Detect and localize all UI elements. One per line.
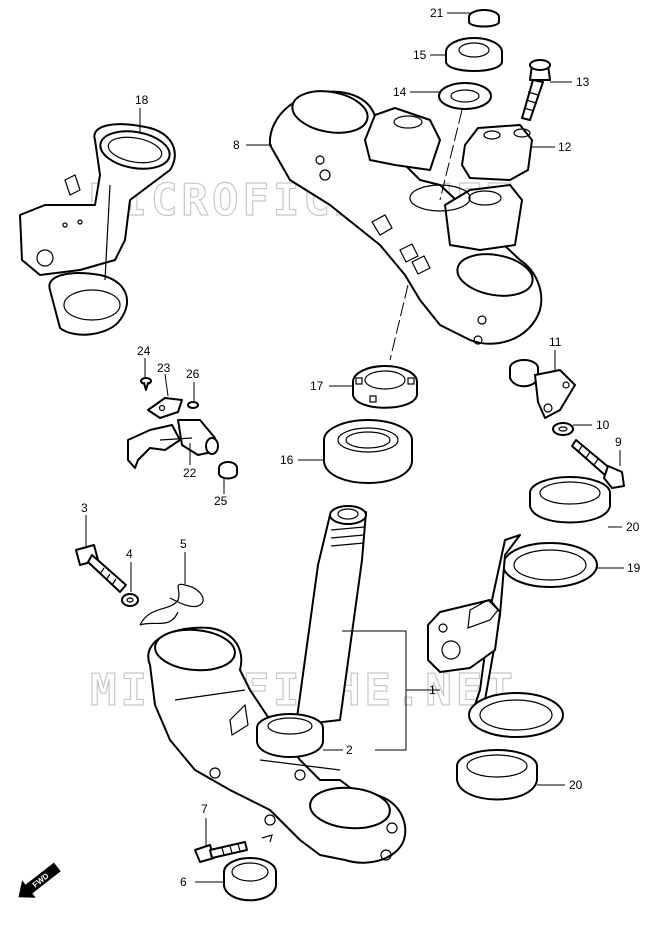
part-2-bearing [256, 713, 324, 758]
callout-5: 5 [180, 537, 187, 551]
part-24-screw [140, 377, 152, 391]
part-4-washer [121, 593, 139, 607]
callout-19: 19 [627, 561, 641, 575]
callout-20b: 20 [569, 778, 583, 792]
part-10-washer [552, 422, 574, 436]
callout-12: 12 [558, 140, 572, 154]
part-6-band [223, 834, 277, 902]
callout-23: 23 [157, 361, 171, 375]
leader-23 [164, 373, 169, 397]
callout-7: 7 [201, 802, 208, 816]
callout-10: 10 [596, 418, 610, 432]
part-15-nut [445, 37, 503, 72]
callout-9: 9 [615, 435, 622, 449]
part-13-bolt [521, 59, 551, 121]
callout-18: 18 [135, 93, 149, 107]
callout-22: 22 [183, 466, 197, 480]
callout-6: 6 [180, 875, 187, 889]
callout-8: 8 [233, 138, 240, 152]
part-21-cap [468, 9, 500, 28]
part-26-nut [187, 401, 199, 409]
callout-11: 11 [549, 335, 562, 349]
callout-3: 3 [81, 501, 88, 515]
part-20-seal-upper [529, 476, 611, 524]
part-3-bolt [75, 544, 127, 593]
callout-25: 25 [214, 494, 228, 508]
part-19-lower-bracket [427, 534, 598, 738]
part-18-bracket [19, 123, 176, 336]
part-16-bearing [323, 419, 413, 484]
callout-16: 16 [280, 453, 294, 467]
part-25-cap [218, 461, 238, 480]
assembly-axis-line [389, 109, 463, 361]
callout-14: 14 [393, 85, 407, 99]
callout-17: 17 [310, 379, 324, 393]
part-7-bolt [194, 841, 248, 863]
part-14-washer [438, 82, 492, 110]
part-11-bracket [509, 359, 576, 419]
callout-20a: 20 [626, 520, 640, 534]
leader-1 [342, 630, 440, 751]
part-23-plate [147, 397, 183, 419]
callout-21: 21 [430, 6, 444, 20]
callout-13: 13 [576, 75, 590, 89]
part-20-seal-lower [456, 749, 538, 801]
part-9-bolt [571, 439, 625, 489]
part-8-upper-bracket [268, 90, 543, 345]
callout-15: 15 [413, 48, 427, 62]
callout-4: 4 [126, 547, 133, 561]
fwd-arrow-icon: FWD [18, 862, 61, 898]
part-17-ring-nut [352, 365, 418, 409]
part-12-clamp [461, 124, 533, 181]
part-22-switch-assembly [127, 419, 219, 469]
callout-24: 24 [137, 344, 151, 358]
part-5-clip [139, 583, 204, 626]
callout-2: 2 [346, 743, 353, 757]
callout-1: 1 [429, 683, 436, 697]
callout-26: 26 [186, 367, 200, 381]
